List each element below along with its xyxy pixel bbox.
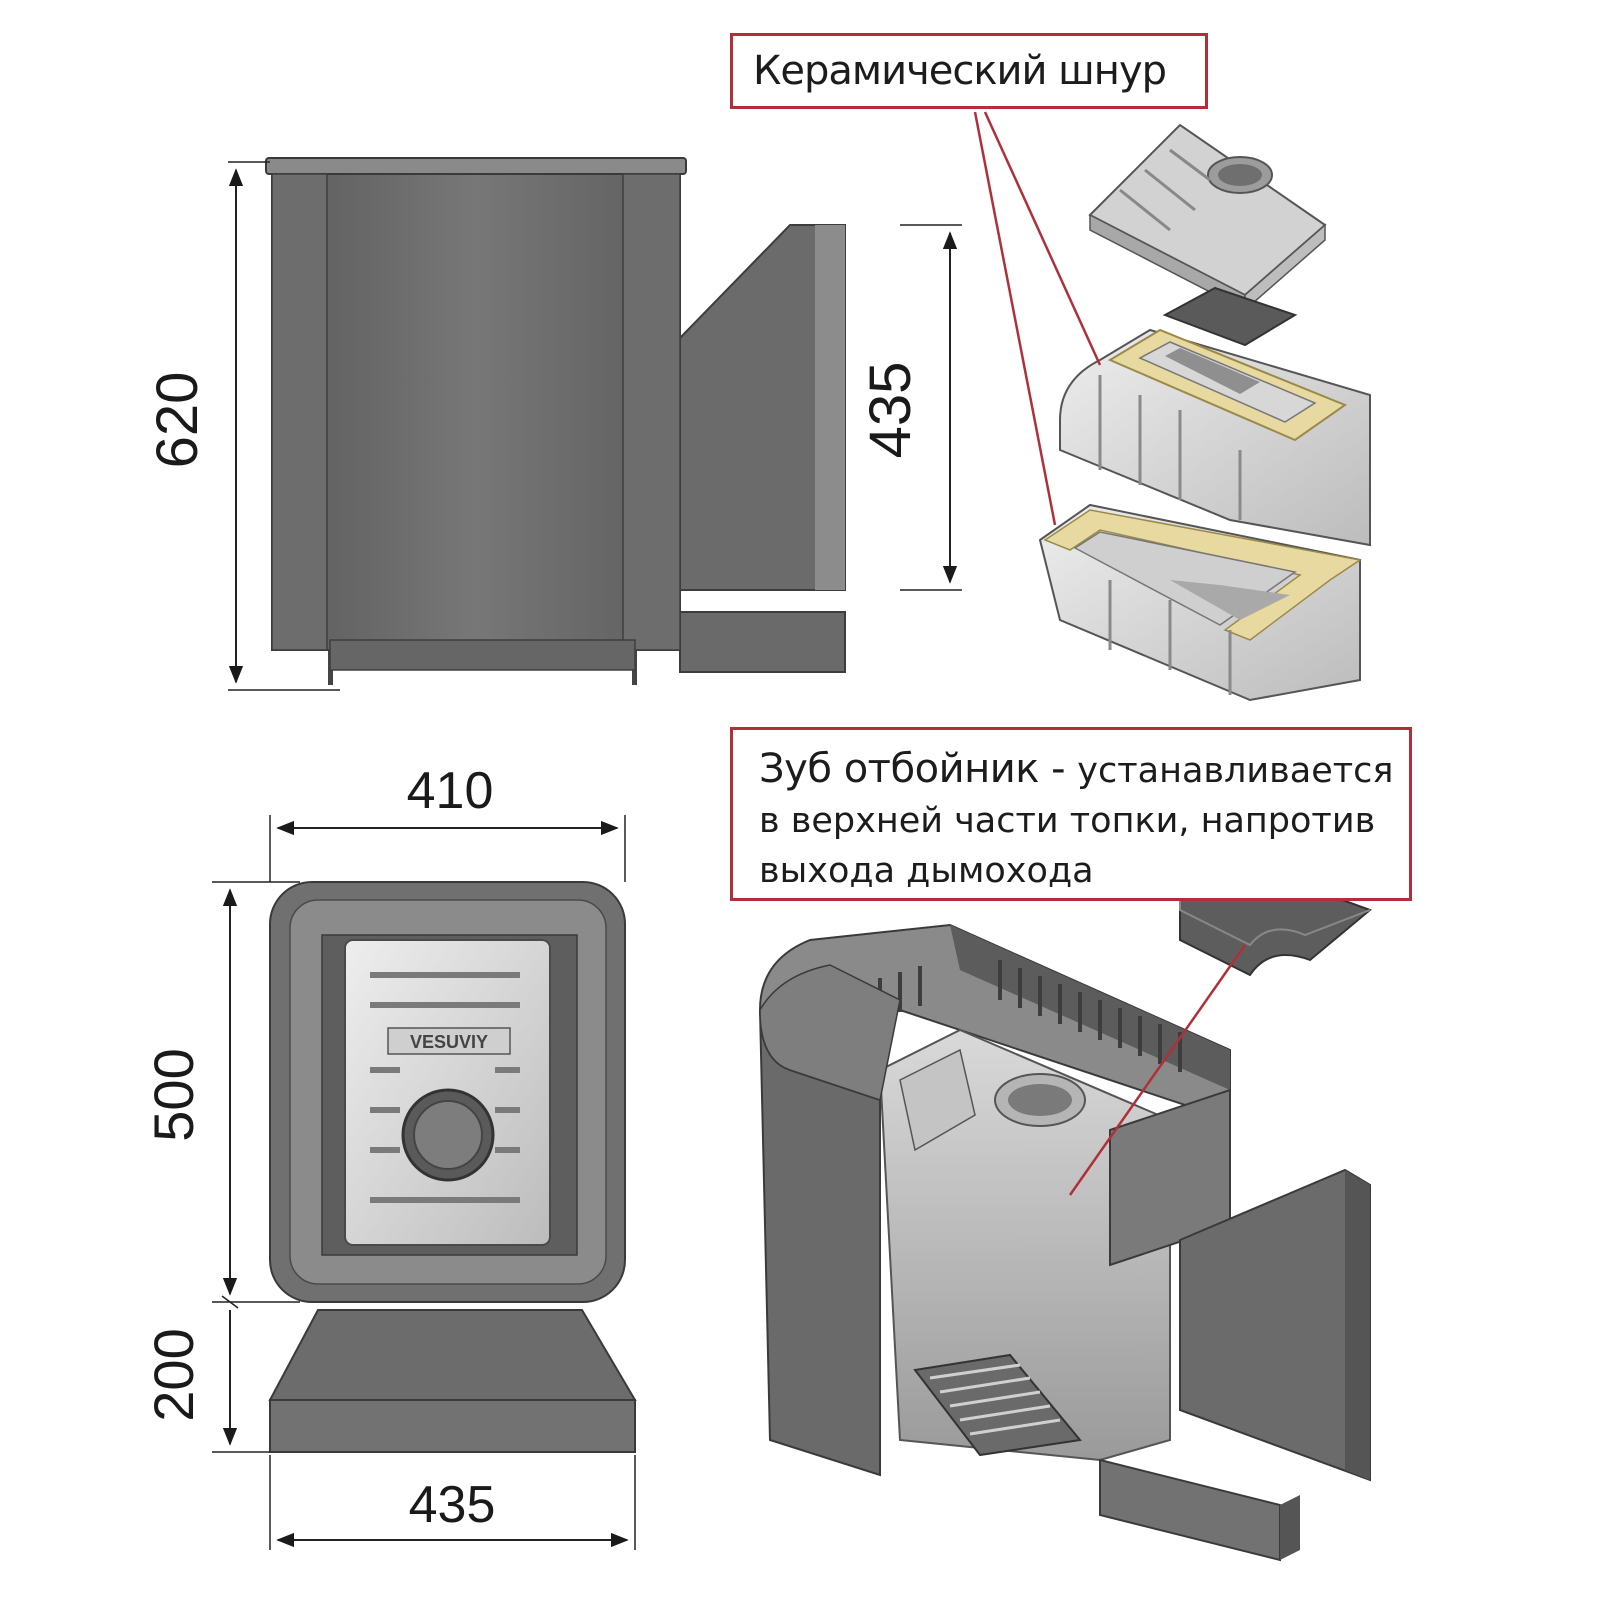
casting-ribs: [370, 972, 520, 1203]
cutaway-view: [758, 864, 1372, 1562]
dimension-410: 410: [269, 762, 626, 882]
dimension-label-200: 200: [142, 1328, 205, 1421]
tooth-text-3: выхода дымохода: [759, 851, 1094, 891]
dimension-label-435-bottom: 435: [409, 1476, 496, 1534]
tooth-text-2: в верхней части топки, напротив: [759, 801, 1376, 841]
ceramic-cord-label: Керамический шнур: [753, 48, 1167, 94]
dimension-620: 620: [145, 161, 340, 691]
dimension-200: 200: [142, 1295, 270, 1453]
tooth-dash: -: [1038, 746, 1078, 792]
tooth-leader-line: [1068, 944, 1247, 1196]
dimension-label-435-side: 435: [858, 362, 923, 459]
exploded-view: [973, 111, 1371, 702]
cord-leader-lines: [973, 111, 1102, 526]
dimension-label-500: 500: [142, 1048, 205, 1141]
dimension-500: 500: [142, 881, 300, 1303]
dimension-label-410: 410: [407, 762, 494, 820]
upper-section: [1059, 328, 1371, 547]
ceramic-cord-callout: Керамический шнур: [730, 33, 1208, 109]
lower-section: [1038, 503, 1362, 702]
tooth-deflector-callout: Зуб отбойник - устанавливается в верхней…: [730, 727, 1412, 901]
top-view: VESUVIY: [268, 881, 637, 1453]
grate: [913, 1353, 1082, 1457]
tooth-callout-line-1: Зуб отбойник - устанавливается: [759, 744, 1409, 796]
dimension-435-bottom: 435: [269, 1455, 636, 1550]
tooth-plate-small: [1162, 286, 1298, 347]
tooth-text-1: устанавливается: [1077, 751, 1394, 791]
dimension-label-620: 620: [145, 372, 210, 469]
dimension-435-side: 435: [858, 224, 962, 591]
lid-casting: [1088, 123, 1327, 312]
side-view: [265, 157, 846, 685]
tooth-title: Зуб отбойник: [759, 746, 1039, 792]
brand-logo: VESUVIY: [410, 1032, 488, 1052]
